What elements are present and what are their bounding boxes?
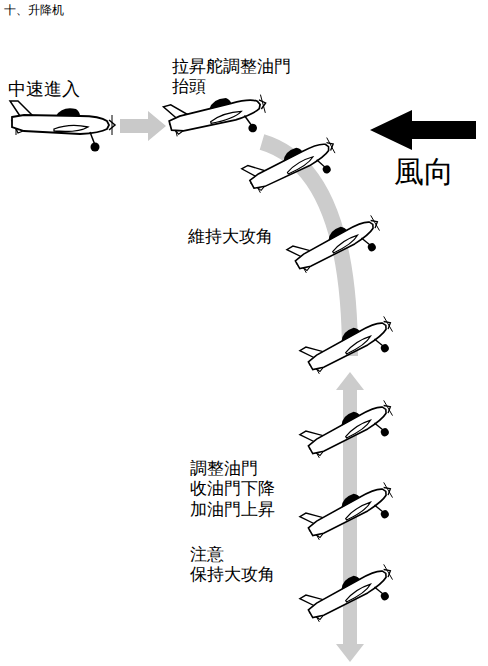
plane <box>300 552 402 637</box>
diagram-title: 十、升降机 <box>4 3 64 17</box>
annotation-label: 調整油門 收油門下降 加油門上昇 <box>190 458 292 519</box>
annotation-label: 風向 <box>394 154 484 190</box>
annotation-label: 中速進入 <box>8 78 116 100</box>
annotation-label: 注意 保持大攻角 <box>190 544 285 585</box>
plane <box>242 125 344 208</box>
plane <box>300 388 402 473</box>
annotation-label: 維持大攻角 <box>188 226 290 246</box>
wind-arrow <box>370 110 476 150</box>
flow-arrow <box>120 111 166 141</box>
plane <box>10 101 115 152</box>
plane <box>300 304 402 389</box>
plane <box>287 203 389 288</box>
plane <box>300 470 402 555</box>
annotation-label: 拉昇舵調整油門 抬頭 <box>172 56 301 97</box>
